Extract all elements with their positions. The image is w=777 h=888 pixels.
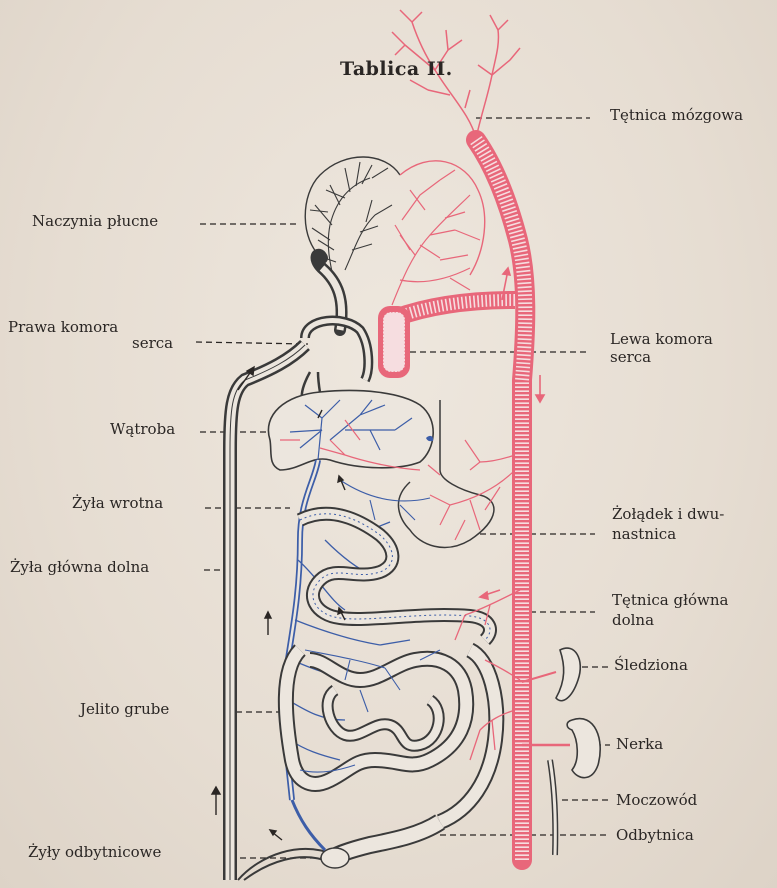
intestines	[286, 514, 520, 822]
label-naczynia-plucne: Naczynia płucne	[32, 212, 158, 231]
label-prawa-komora-1: Prawa komora	[8, 318, 118, 337]
label-nerka: Nerka	[616, 735, 663, 754]
label-watroba: Wątroba	[110, 420, 175, 439]
label-zyla-wrotna: Żyła wrotna	[72, 494, 163, 513]
leader-prawa-komora	[196, 342, 308, 344]
label-sledziona: Śledziona	[614, 656, 688, 675]
label-odbytnica: Odbytnica	[616, 826, 694, 845]
liver	[268, 391, 433, 470]
label-lewa-komora-2: serca	[610, 348, 651, 367]
label-tetnica-glowna-2: dolna	[612, 611, 654, 630]
label-zyly-odbytnicowe: Żyły odbytnicowe	[28, 843, 161, 862]
label-tetnica-mozgowa: Tętnica mózgowa	[610, 106, 743, 125]
label-zoladek-2: nastnica	[612, 525, 676, 544]
label-lewa-komora-1: Lewa komora	[610, 330, 713, 349]
page-title: Tablica II.	[340, 58, 453, 80]
label-zoladek-1: Żołądek i dwu-	[612, 505, 724, 524]
label-zyla-glowna-dolna: Żyła główna dolna	[10, 558, 149, 577]
label-jelito-grube: Jelito grube	[80, 700, 169, 719]
label-tetnica-glowna-1: Tętnica główna	[612, 591, 728, 610]
label-prawa-komora-2: serca	[132, 334, 173, 353]
label-moczowod: Moczowód	[616, 791, 697, 810]
